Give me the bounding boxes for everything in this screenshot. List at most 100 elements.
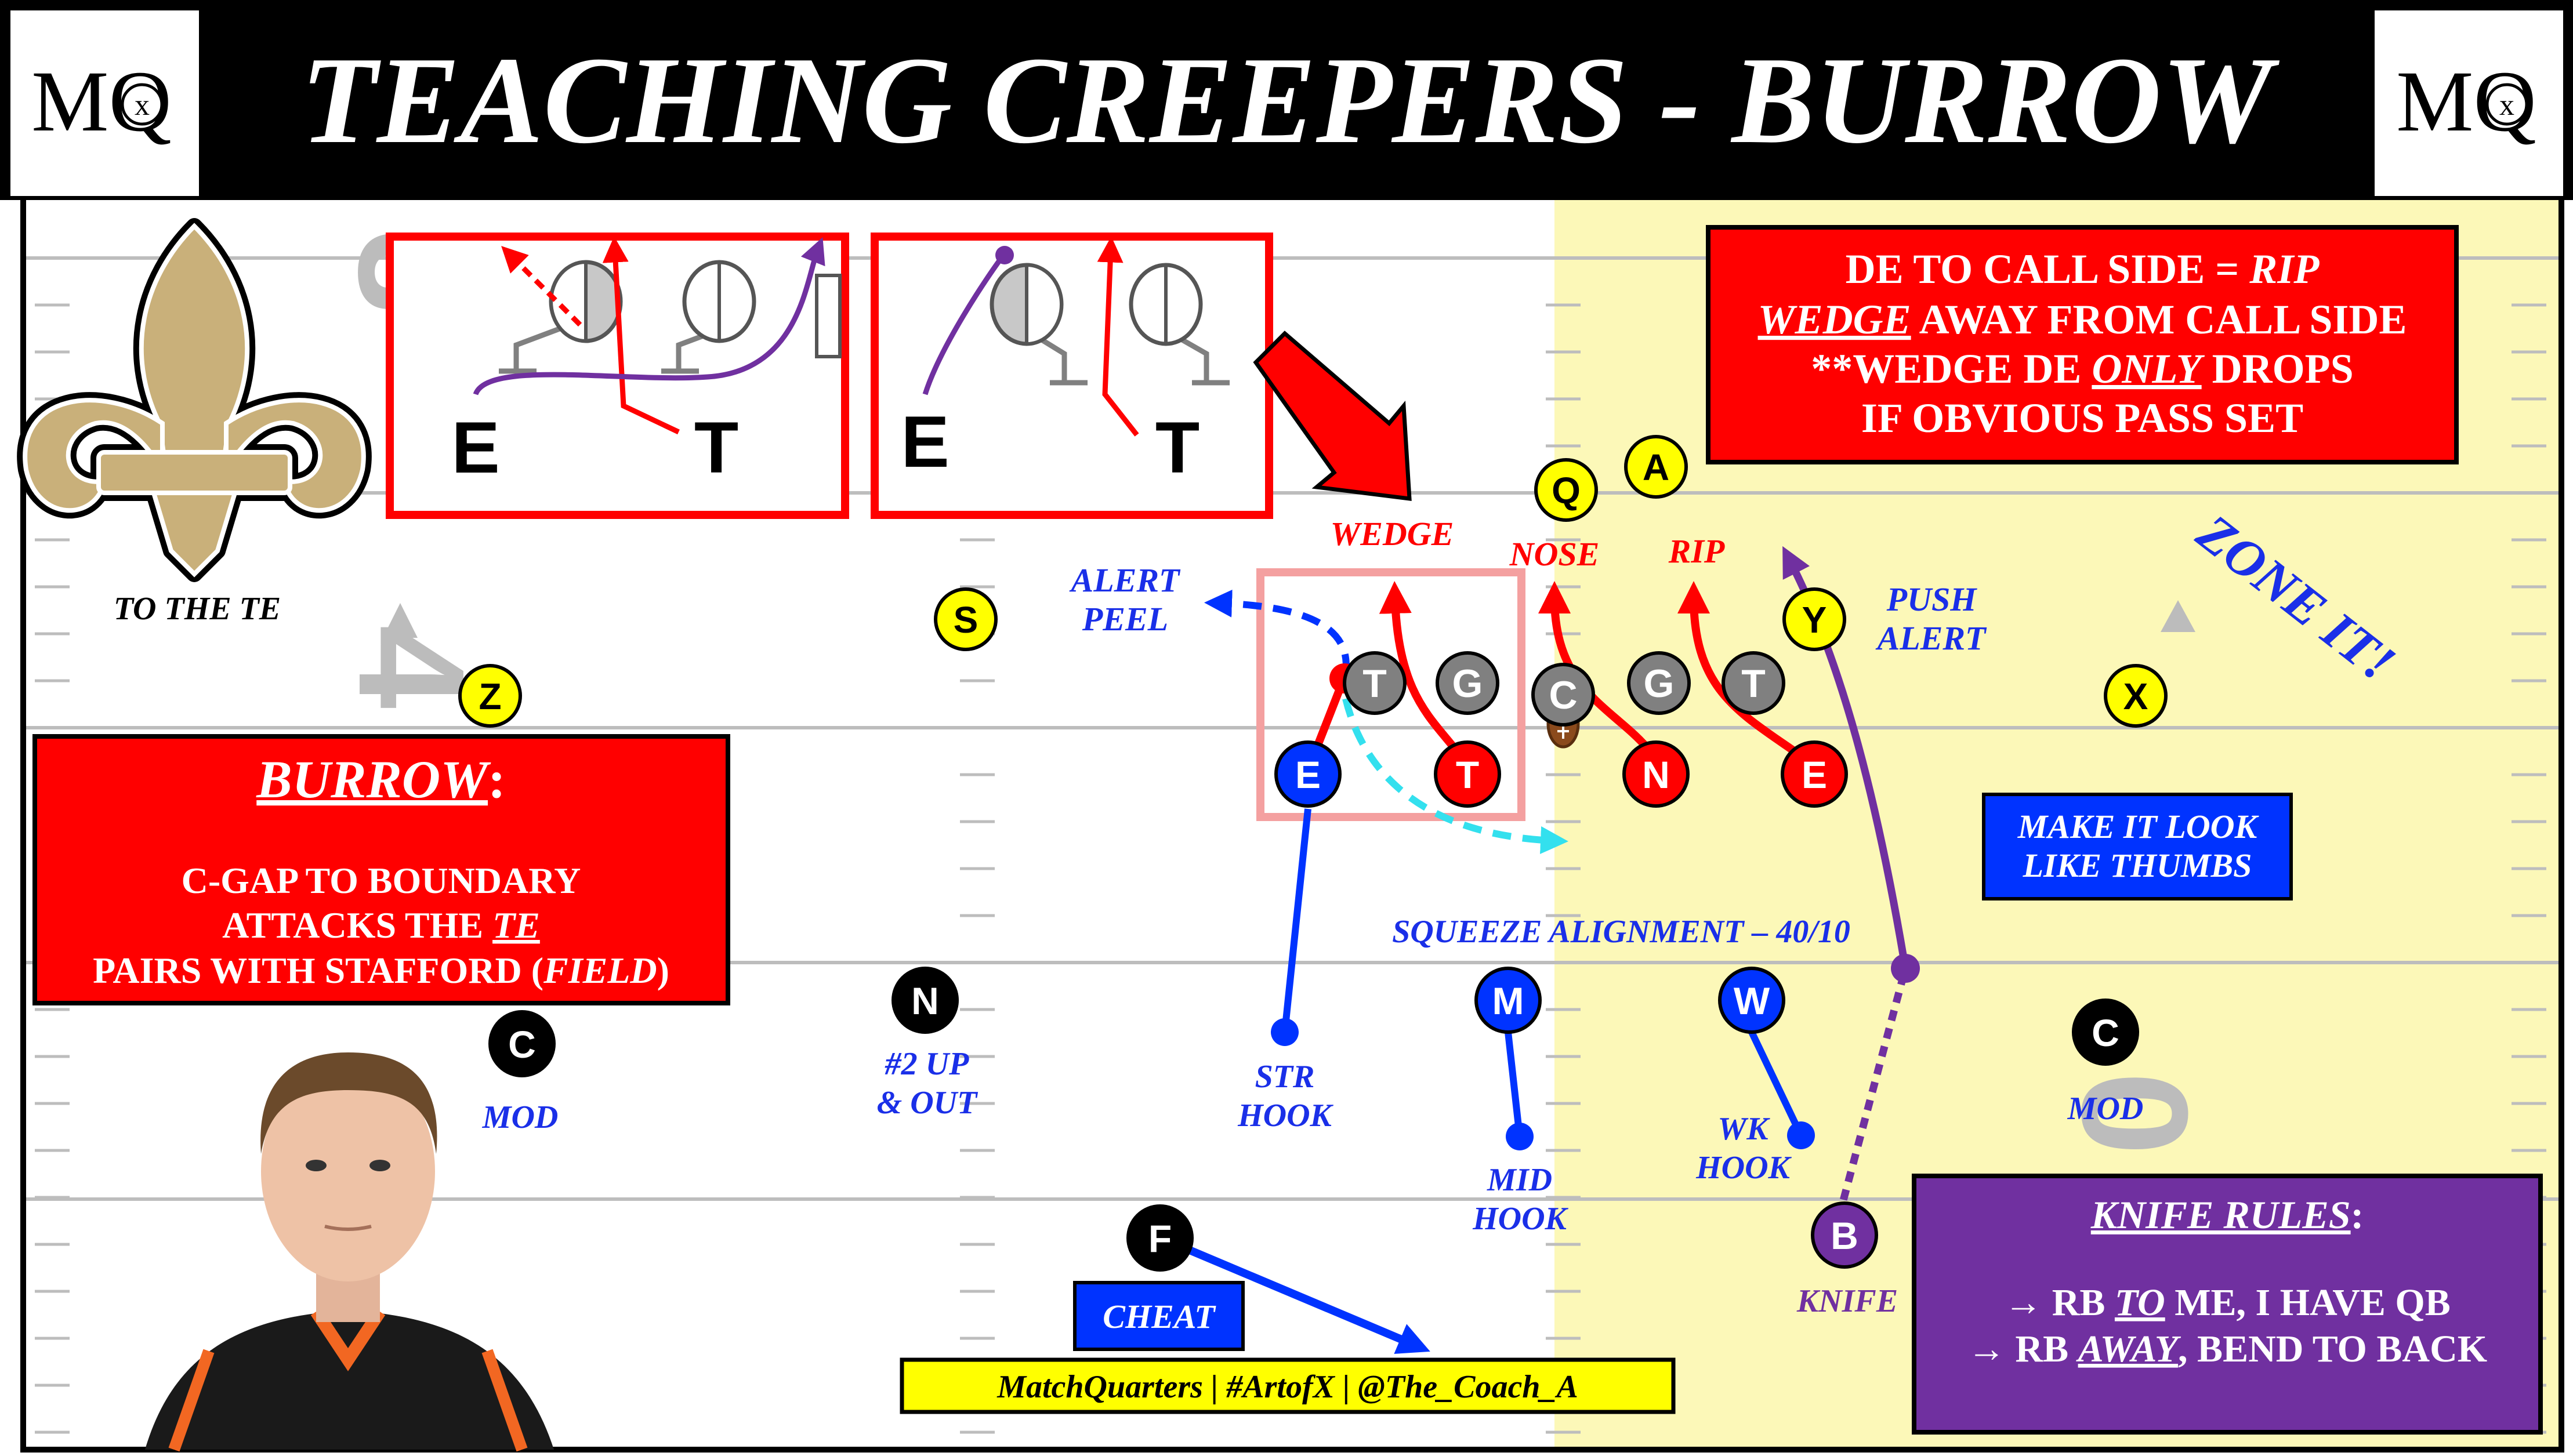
- burrow-line2: ATTACKS THE: [222, 905, 492, 946]
- svg-text:G: G: [1452, 662, 1483, 706]
- cheat-box: CHEAT: [1073, 1281, 1245, 1351]
- svg-text:MatchQuarters | #ArtofX | @The: MatchQuarters | #ArtofX | @The_Coach_A: [996, 1369, 1578, 1405]
- label-mod-left: MOD: [482, 1099, 559, 1135]
- mq-logo-right: MQ x: [2396, 53, 2536, 150]
- call-side-box: DE TO CALL SIDE = RIP WEDGE AWAY FROM CA…: [1706, 225, 2459, 464]
- inset-rip-e-label: E: [451, 408, 499, 488]
- label-alert: ALERT: [1070, 561, 1181, 599]
- inset-wedge: E T: [871, 233, 1273, 519]
- yard-arrow-right-icon: [2161, 600, 2195, 632]
- svg-text:→ RB AWAY, BEND TO BACK: → RB AWAY, BEND TO BACK: [1967, 1328, 2487, 1370]
- svg-text:x: x: [2499, 89, 2514, 122]
- defender-n: N: [892, 967, 959, 1034]
- team-caption: TO THE TE: [114, 591, 281, 627]
- label-n-note-1: #2 UP: [885, 1046, 969, 1082]
- knife-rules-box: KNIFE RULES: → RB TO ME, I HAVE QB → RB …: [1912, 1174, 2543, 1435]
- svg-text:Q: Q: [1552, 470, 1581, 511]
- header: TEACHING CREEPERS - BURROW MQ x MQ x: [0, 0, 2573, 200]
- footer-credit: MatchQuarters | #ArtofX | @The_Coach_A: [900, 1357, 1676, 1414]
- defender-c-left: C: [488, 1010, 556, 1077]
- knife-line2-post: , BEND TO BACK: [2178, 1328, 2487, 1370]
- player-x: X: [2104, 664, 2168, 728]
- label-wk: WK: [1717, 1111, 1770, 1147]
- call-line3-em: ONLY: [2092, 346, 2205, 392]
- defender-de-left: E: [1274, 740, 1342, 808]
- defender-b: B: [1811, 1201, 1878, 1269]
- player-photo: [145, 1052, 554, 1452]
- svg-text:E: E: [1802, 753, 1827, 796]
- call-line1: DE TO CALL SIDE =: [1846, 246, 2250, 292]
- label-wedge: WEDGE: [1331, 515, 1454, 553]
- svg-text:Z: Z: [479, 676, 501, 717]
- svg-text:N: N: [1642, 753, 1670, 796]
- svg-text:BURROW:: BURROW:: [256, 750, 505, 809]
- lineman-c: C: [1531, 663, 1595, 727]
- lineman-rt: T: [1722, 651, 1785, 715]
- player-a: A: [1624, 435, 1688, 499]
- svg-text:T: T: [1362, 662, 1387, 706]
- svg-text:KNIFE RULES:: KNIFE RULES:: [2090, 1193, 2364, 1237]
- defense: E T N E M W N C C F B: [488, 740, 2139, 1272]
- label-str-hook: HOOK: [1237, 1098, 1333, 1134]
- svg-text:C: C: [2092, 1011, 2119, 1054]
- call-line3-pre: **WEDGE DE: [1811, 346, 2092, 392]
- burrow-title: BURROW: [256, 750, 491, 809]
- label-mod-right: MOD: [2067, 1091, 2144, 1127]
- svg-text:**WEDGE DE ONLY DROPS: **WEDGE DE ONLY DROPS: [1811, 346, 2353, 392]
- label-wk-hook: HOOK: [1695, 1150, 1792, 1186]
- svg-text:M: M: [1492, 979, 1524, 1022]
- svg-text:ATTACKS THE TE: ATTACKS THE TE: [222, 905, 540, 946]
- knife-title-colon: :: [2351, 1193, 2364, 1237]
- svg-text:A: A: [1643, 446, 1669, 488]
- yard-arrow-left-icon: [383, 603, 418, 638]
- player-q: Q: [1534, 458, 1598, 522]
- label-push: PUSH: [1886, 580, 1978, 618]
- burrow-line2-em: TE: [492, 905, 540, 946]
- defender-f: F: [1126, 1204, 1194, 1272]
- svg-text:MAKE IT LOOK: MAKE IT LOOK: [2017, 808, 2259, 845]
- svg-text:CHEAT: CHEAT: [1103, 1298, 1216, 1335]
- call-line2-em: WEDGE: [1758, 296, 1911, 343]
- page-title: TEACHING CREEPERS - BURROW: [300, 31, 2280, 169]
- svg-text:X: X: [2123, 676, 2148, 717]
- label-str: STR: [1255, 1059, 1315, 1095]
- svg-text:x: x: [135, 89, 150, 122]
- mq-logo-left: MQ x: [31, 53, 172, 150]
- svg-text:B: B: [1831, 1214, 1858, 1257]
- label-peel: PEEL: [1082, 600, 1168, 638]
- call-line2: AWAY FROM CALL SIDE: [1911, 296, 2407, 343]
- fleur-de-lis-icon: [17, 218, 372, 582]
- label-nose: NOSE: [1509, 535, 1600, 573]
- offensive-line: T G C G T: [1343, 651, 1785, 727]
- wedge-area-box: [1256, 568, 1525, 821]
- label-squeeze: SQUEEZE ALIGNMENT – 40/10: [1392, 914, 1850, 950]
- knife-line1-post: ME, I HAVE QB: [2165, 1281, 2451, 1324]
- lineman-lt: T: [1343, 651, 1407, 715]
- burrow-title-colon: :: [488, 750, 506, 809]
- svg-text:T: T: [1456, 753, 1479, 796]
- offense: Q A S Y Z X: [458, 435, 2168, 728]
- pointer-arrow-icon: [1253, 331, 1412, 501]
- defender-dt: T: [1434, 740, 1501, 808]
- defender-nose: N: [1622, 740, 1690, 808]
- label-mid: MID: [1487, 1162, 1552, 1198]
- burrow-line1: C-GAP TO BOUNDARY: [182, 860, 581, 901]
- player-s: S: [934, 587, 998, 651]
- knife-line1-em: TO: [2115, 1281, 2165, 1324]
- burrow-line3-post: ): [657, 950, 669, 991]
- burrow-line3-em: FIELD: [543, 950, 657, 991]
- call-line4: IF OBVIOUS PASS SET: [1861, 395, 2303, 441]
- label-rip: RIP: [1668, 532, 1725, 570]
- svg-text:N: N: [911, 979, 939, 1022]
- call-line1-em: RIP: [2249, 246, 2320, 292]
- svg-text:DE TO CALL SIDE = RIP: DE TO CALL SIDE = RIP: [1846, 246, 2320, 292]
- label-n-note-2: & OUT: [877, 1085, 979, 1121]
- knife-line2: → RB: [1967, 1328, 2078, 1370]
- lineman-rg: G: [1627, 651, 1691, 715]
- svg-text:C: C: [508, 1023, 536, 1066]
- burrow-box: BURROW: C-GAP TO BOUNDARY ATTACKS THE TE…: [32, 734, 730, 1005]
- inset-wedge-t-label: T: [1155, 408, 1199, 488]
- defender-de-right: E: [1781, 740, 1848, 808]
- label-knife: KNIFE: [1796, 1283, 1898, 1319]
